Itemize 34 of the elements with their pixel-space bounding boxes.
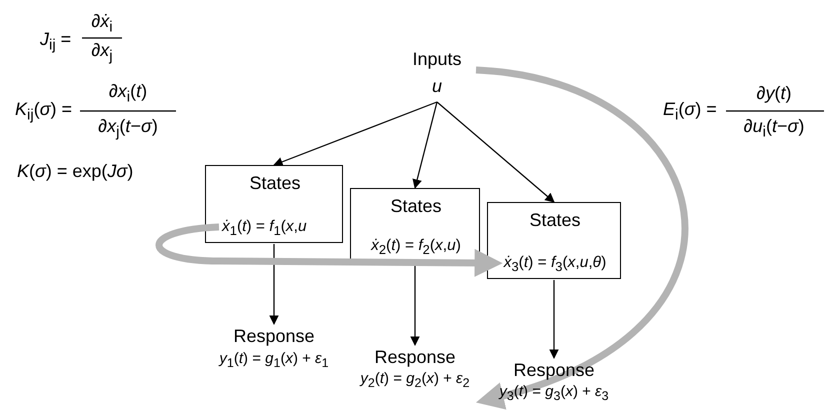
fraction-numerator: ∂x$_{i}$(t) xyxy=(108,82,148,106)
equation: E$_{i}$(σ) = xyxy=(663,100,717,124)
fraction-denominator: ∂x$_{j}$ xyxy=(91,40,113,66)
equation: K(σ) = exp(Jσ) xyxy=(17,162,134,182)
input-label: Inputs xyxy=(412,50,462,70)
response-label: Response xyxy=(513,361,595,381)
equation: J$_{ij}$ = xyxy=(40,30,72,54)
equation: K$_{ij}$(σ) = xyxy=(15,100,72,124)
arrow xyxy=(549,280,559,359)
state-equation: ẋ$_{1}$(t) = f$_{1}$(x,u xyxy=(222,218,307,238)
arrow xyxy=(412,102,438,189)
flow-arrow xyxy=(476,66,688,409)
arrow xyxy=(436,102,555,203)
arrow xyxy=(269,244,279,325)
state-title: States xyxy=(529,211,581,231)
response-equation: y$_{3}$(t) = g$_{3}$(x) + ε$_{3}$ xyxy=(499,384,609,404)
state-title: States xyxy=(249,174,301,194)
response-equation: y$_{1}$(t) = g$_{1}$(x) + ε$_{1}$ xyxy=(219,351,329,371)
state-equation: ẋ$_{3}$(t) = f$_{3}$(x,u,θ) xyxy=(504,254,606,274)
fraction-numerator: ∂y(t) xyxy=(756,84,792,104)
arrow xyxy=(273,101,438,166)
input-variable: u xyxy=(432,77,442,97)
response-label: Response xyxy=(233,327,315,347)
state-box xyxy=(487,202,621,279)
fraction-numerator: ∂ẋ$_{i}$ xyxy=(91,12,113,36)
response-equation: y$_{2}$(t) = g$_{2}$(x) + ε$_{2}$ xyxy=(360,371,470,391)
state-title: States xyxy=(390,197,442,217)
response-label: Response xyxy=(374,348,456,368)
arrow xyxy=(410,264,420,346)
flow-arrow xyxy=(156,224,503,277)
fraction-denominator: ∂u$_{i}$(t−σ) xyxy=(744,116,804,142)
state-box xyxy=(205,165,343,243)
fraction-denominator: ∂x$_{j}$(t−σ) xyxy=(98,116,158,142)
state-equation: ẋ$_{2}$(t) = f$_{2}$(x,u) xyxy=(371,236,461,258)
